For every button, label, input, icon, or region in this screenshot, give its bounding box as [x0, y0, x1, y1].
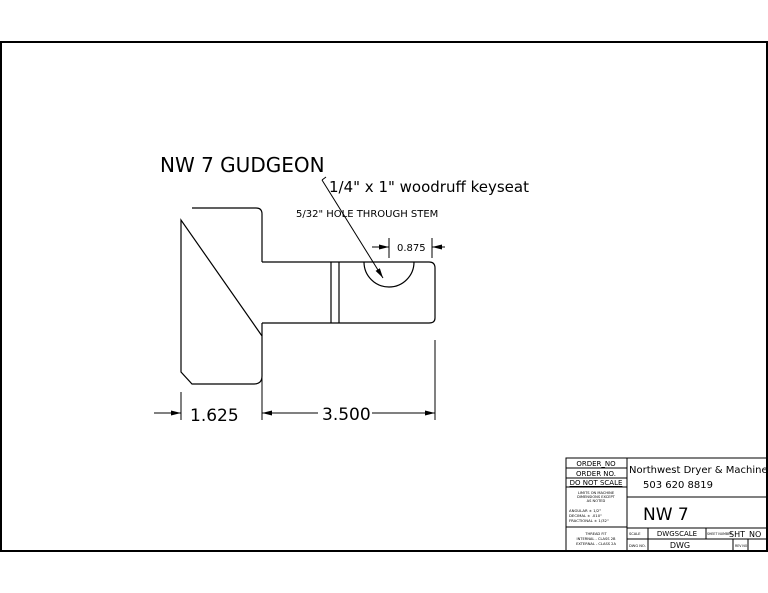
- keyseat-offset-value: 0.875: [397, 243, 426, 254]
- scale-label: SCALE: [629, 532, 641, 536]
- rev-label: REV NO.: [735, 544, 748, 548]
- stem-length-value: 3.500: [322, 405, 371, 425]
- order-no-caption: ORDER NO.: [576, 470, 616, 478]
- drawing-name: NW 7: [643, 505, 689, 525]
- limits-note-2: DIMENSIONS EXCEPT: [577, 495, 616, 499]
- thread-note-3: EXTERNAL - CLASS 2A: [576, 542, 616, 546]
- sheet-label: SHEET NUMBER: [707, 532, 733, 536]
- company-phone: 503 620 8819: [643, 480, 713, 491]
- head-length-value: 1.625: [190, 406, 239, 426]
- thread-note-2: INTERNAL - CLASS 2B: [577, 537, 616, 541]
- keyseat-leader: [321, 179, 384, 279]
- sheet-value: SHT_NO: [729, 530, 761, 539]
- limits-note-1: LIMITS ON MACHINE: [578, 491, 615, 495]
- scale-value: DWGSCALE: [657, 530, 697, 538]
- company-name: Northwest Dryer & Machinery: [629, 465, 768, 476]
- dwg-value: DWG: [670, 541, 690, 550]
- title-block: [565, 457, 768, 552]
- tolerance-fractional: FRACTIONAL ± 1/32": [569, 518, 609, 523]
- tolerance-angular: ANGULAR ± 1/2°: [569, 508, 601, 513]
- drawing-title: NW 7 GUDGEON: [160, 153, 325, 177]
- keyseat-offset-dimension: [372, 238, 445, 258]
- dwg-label: DWG NO.: [629, 544, 646, 548]
- hole-note: 5/32" HOLE THROUGH STEM: [296, 209, 438, 220]
- thread-note-1: THREAD FIT: [584, 532, 607, 536]
- keyseat-note: 1/4" x 1" woodruff keyseat: [329, 178, 529, 196]
- tolerance-decimal: DECIMAL ± .010": [569, 513, 602, 518]
- limits-note-3: AS NOTED: [587, 499, 606, 503]
- do-not-scale: DO NOT SCALE: [570, 479, 623, 487]
- order-no-field: ORDER_NO: [576, 460, 616, 468]
- gudgeon-outline: [180, 207, 436, 385]
- length-dimensions: [154, 340, 436, 420]
- sheet-border: [0, 41, 768, 552]
- keyseat-leader-tick: [321, 176, 327, 181]
